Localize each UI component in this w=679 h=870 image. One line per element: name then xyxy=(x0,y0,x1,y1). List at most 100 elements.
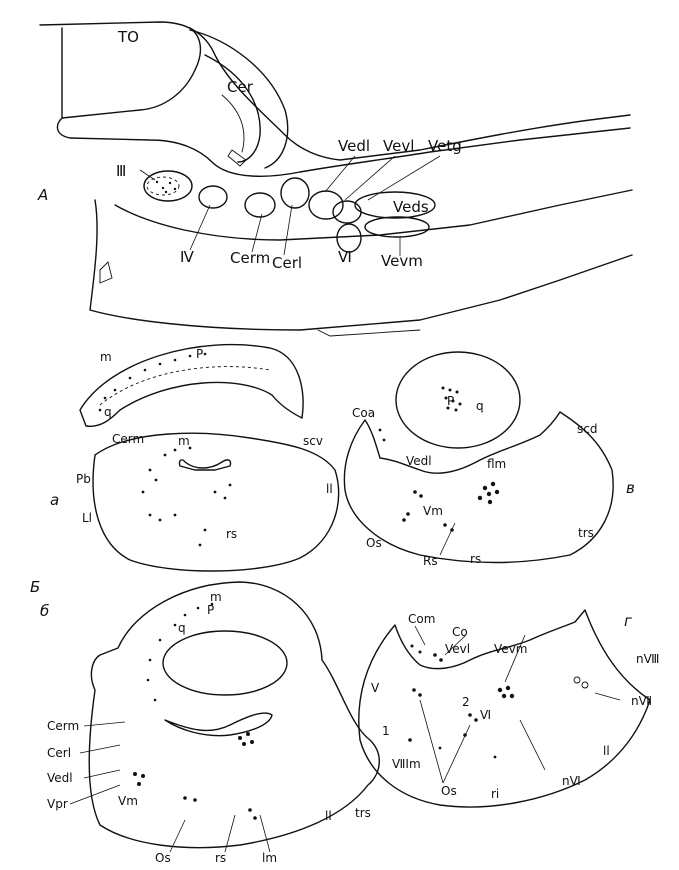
nucleus-VI xyxy=(336,223,362,253)
label-v-Vm: Vm xyxy=(423,504,443,518)
nucleus-Vevm xyxy=(364,216,430,238)
label-a-m-top: m xyxy=(100,350,112,364)
label-b-m: m xyxy=(210,590,222,604)
label-g-Co: Co xyxy=(452,625,468,639)
label-v-Os: Os xyxy=(366,536,382,550)
cerebellum-notch xyxy=(227,149,247,167)
label-b-lm: lm xyxy=(262,851,277,865)
label-v-q: q xyxy=(476,399,484,413)
nucleus-Cerm xyxy=(244,192,276,218)
label-g-nVI: nⅥ xyxy=(562,774,581,788)
brainstem-ventral-inner xyxy=(114,189,633,241)
label-v-scd: scd xyxy=(577,422,597,436)
label-b-rs: rs xyxy=(215,851,226,865)
label-III: Ⅲ xyxy=(116,162,126,180)
label-a-Cerm: Cerm xyxy=(112,432,144,446)
panel-letter-A: А xyxy=(37,186,48,204)
label-b-Vpr: Vpr xyxy=(47,797,68,811)
panel-g-section: Com Co Vevl Vevm nⅧ V 2 Ⅵ nⅦ 1 ll ⅦIm Os… xyxy=(358,609,659,808)
label-IV: Ⅳ xyxy=(180,248,194,266)
label-a-P: P xyxy=(196,347,203,361)
panel-letter-a: а xyxy=(50,491,59,509)
nucleus-Vedl xyxy=(308,190,344,220)
label-b-Cerm: Cerm xyxy=(47,719,79,733)
cerebellar-plate-a xyxy=(79,343,304,427)
leader-v-Rs xyxy=(439,522,456,556)
medulla-a-midline-notch xyxy=(178,459,232,471)
panel-a-section: m P q Cerm m scv Pb ll Ll rs а xyxy=(50,343,340,572)
medulla-b-cells xyxy=(133,602,257,820)
label-Veds: Veds xyxy=(393,198,429,216)
label-a-Pb: Pb xyxy=(76,472,91,486)
label-g-Os: Os xyxy=(441,784,457,798)
brainstem-ventral-outer xyxy=(89,199,633,331)
ventricle-b xyxy=(162,630,288,696)
nucleus-Veds xyxy=(354,191,436,219)
label-Vevm: Vevm xyxy=(381,252,423,270)
label-g-nVIII: nⅧ xyxy=(636,652,659,666)
chiasm-mark xyxy=(99,261,113,284)
label-v-Vedl: Vedl xyxy=(406,454,432,468)
panel-b-leaders xyxy=(69,721,271,853)
label-a-Ll: Ll xyxy=(82,511,92,525)
panel-letter-v: в xyxy=(626,479,635,497)
panel-b-section: m P q Cerm Cerl Vedl Vpr Vm ll trs Os rs… xyxy=(30,578,380,865)
panel-letter-b: б xyxy=(40,602,49,620)
nucleus-IV xyxy=(198,185,228,209)
ventricle-curve xyxy=(56,117,631,177)
cerebellum-lamina xyxy=(221,94,245,153)
pontine-strip xyxy=(317,329,421,337)
nucleus-III-inner xyxy=(146,176,180,196)
label-a-q: q xyxy=(104,405,112,419)
label-b-ll: ll xyxy=(325,809,332,823)
label-v-trs: trs xyxy=(578,526,594,540)
label-b-Os: Os xyxy=(155,851,171,865)
tectum-inner-contour xyxy=(61,27,202,119)
label-g-ll: ll xyxy=(603,744,610,758)
nVII-root-1 xyxy=(573,676,581,684)
label-b-Vm: Vm xyxy=(118,794,138,808)
label-Cer: Cer xyxy=(227,78,254,96)
label-v-Rs: Rs xyxy=(423,554,438,568)
label-TO: TO xyxy=(117,28,139,46)
label-g-2: 2 xyxy=(462,695,470,709)
medulla-a-cells xyxy=(141,446,232,547)
label-g-1: 1 xyxy=(382,724,390,738)
panel-v-section: P q Coa scd Vedl flm Vm trs Os Rs rs в xyxy=(343,351,635,568)
tectum-contour xyxy=(39,21,631,161)
medulla-a-outline xyxy=(92,432,340,572)
label-Vetg: Vetg xyxy=(428,137,462,155)
label-g-V: V xyxy=(371,681,380,695)
cerebellum-v-oval xyxy=(395,351,521,449)
label-v-Coa: Coa xyxy=(352,406,375,420)
cerebellar-plate-a-inner xyxy=(99,366,271,406)
label-a-m: m xyxy=(178,434,190,448)
label-b-q: q xyxy=(178,621,186,635)
label-v-flm: flm xyxy=(487,457,506,471)
label-g-Vevm: Vevm xyxy=(494,642,527,656)
label-g-VIIm: ⅦIm xyxy=(392,757,421,771)
label-g-Vevl: Vevl xyxy=(445,642,470,656)
label-g-VI: Ⅵ xyxy=(480,708,491,722)
label-VI: Ⅵ xyxy=(338,248,352,266)
label-a-rs: rs xyxy=(226,527,237,541)
label-Vevl: Vevl xyxy=(383,137,414,155)
label-v-rs: rs xyxy=(470,552,481,566)
panel-A-sagittal: TO Cer Ⅲ Ⅳ Cerm Cerl Vedl Vevl Vetg Veds… xyxy=(37,21,633,337)
nucleus-III-cells xyxy=(155,180,177,194)
label-b-P: P xyxy=(207,603,214,617)
medulla-v-nuclei xyxy=(378,428,500,532)
label-Vedl: Vedl xyxy=(338,137,370,155)
label-g-ri: ri xyxy=(491,787,499,801)
panel-letter-g: г xyxy=(624,612,632,630)
nVII-root-2 xyxy=(581,681,589,689)
label-a-scv: scv xyxy=(303,434,323,448)
cerebellar-plate-a-cells xyxy=(98,352,207,412)
label-g-Com: Com xyxy=(408,612,435,626)
label-a-ll: ll xyxy=(326,482,333,496)
nucleus-III xyxy=(143,170,193,202)
cerebellum-outer xyxy=(189,29,289,169)
label-b-Vedl: Vedl xyxy=(47,771,73,785)
